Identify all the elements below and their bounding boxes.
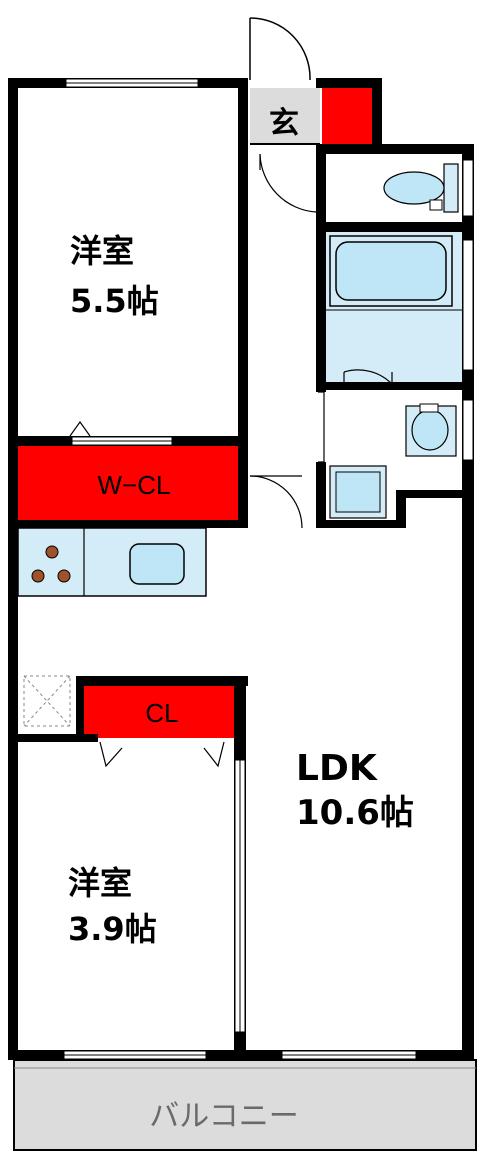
closet-label: CL xyxy=(145,698,178,728)
room1-sliding-door xyxy=(71,436,173,446)
ldk-name: LDK xyxy=(296,748,378,789)
bathtub-icon xyxy=(329,235,453,307)
room2-name: 洋室 xyxy=(68,864,132,902)
closet xyxy=(84,686,242,738)
ldk-size: 10.6帖 xyxy=(296,793,414,833)
sink-icon xyxy=(129,543,185,585)
entrance-label: 玄 xyxy=(269,106,299,141)
walk-in-closet xyxy=(16,446,242,520)
balcony-label: バルコニー xyxy=(149,1099,298,1134)
washing-machine-pan-icon xyxy=(329,465,387,519)
window-top-room1 xyxy=(65,78,199,88)
room1-name: 洋室 xyxy=(70,232,134,270)
balcony-sliding-window-right xyxy=(281,1050,417,1060)
balcony-sliding-window-left xyxy=(63,1050,207,1060)
toilet-icon xyxy=(383,163,459,213)
washbasin-icon xyxy=(405,403,457,457)
closet-door-marks xyxy=(69,420,225,768)
walk-in-closet-label: W−CL xyxy=(98,470,171,500)
entrance-area xyxy=(250,88,320,144)
refrigerator-space-icon xyxy=(23,675,71,727)
shoe-box xyxy=(322,86,374,144)
entrance-door xyxy=(249,17,311,81)
room2-size: 3.9帖 xyxy=(68,910,157,948)
room1-size: 5.5帖 xyxy=(70,282,159,320)
window-right-wall-bath xyxy=(462,159,474,461)
door-swings xyxy=(249,153,393,529)
stove-icon xyxy=(31,545,71,583)
balcony-area xyxy=(13,1059,477,1151)
sliding-partition-room2-ldk xyxy=(234,759,246,1033)
